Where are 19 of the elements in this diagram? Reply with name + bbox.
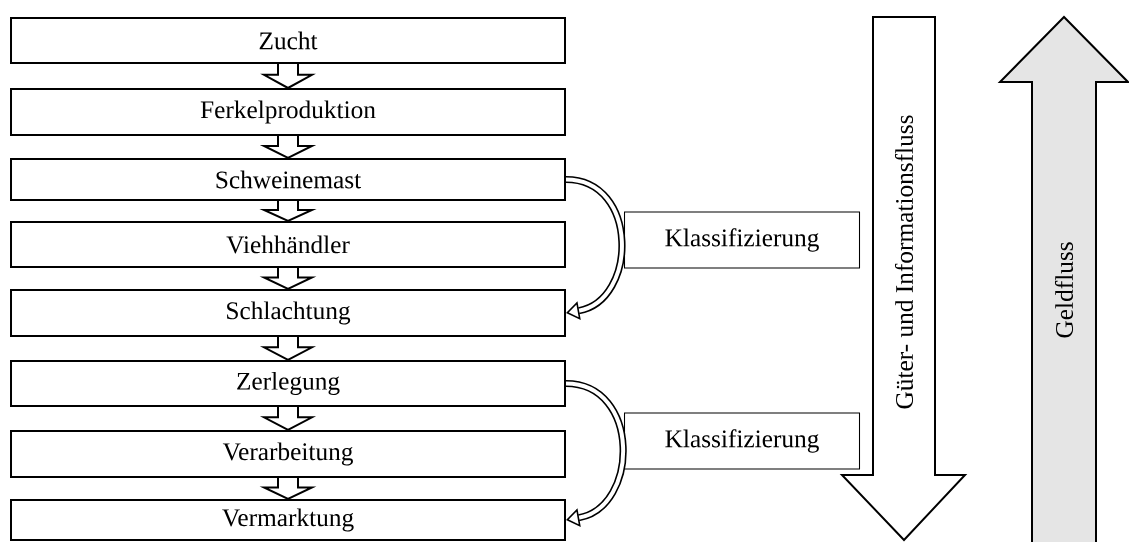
arrow (565, 175, 626, 321)
arrow (259, 477, 317, 501)
arrow (259, 267, 317, 291)
process-box: Zucht (10, 17, 566, 64)
arrow (259, 336, 317, 362)
label-box: Klassifizierung (623, 211, 861, 269)
label-box: Klassifizierung (623, 412, 861, 470)
process-box: Vermarktung (10, 499, 566, 541)
arrow (565, 379, 627, 528)
arrow (259, 406, 317, 432)
process-box: Schweinemast (10, 158, 566, 201)
process-box: Zerlegung (10, 360, 566, 407)
process-box: Viehhändler (10, 221, 566, 268)
process-box: Schlachtung (10, 289, 566, 337)
arrow (259, 200, 317, 223)
arrow (260, 63, 316, 90)
arrow (259, 135, 317, 160)
process-box: Ferkelproduktion (10, 88, 566, 136)
process-box: Verarbeitung (10, 430, 566, 478)
